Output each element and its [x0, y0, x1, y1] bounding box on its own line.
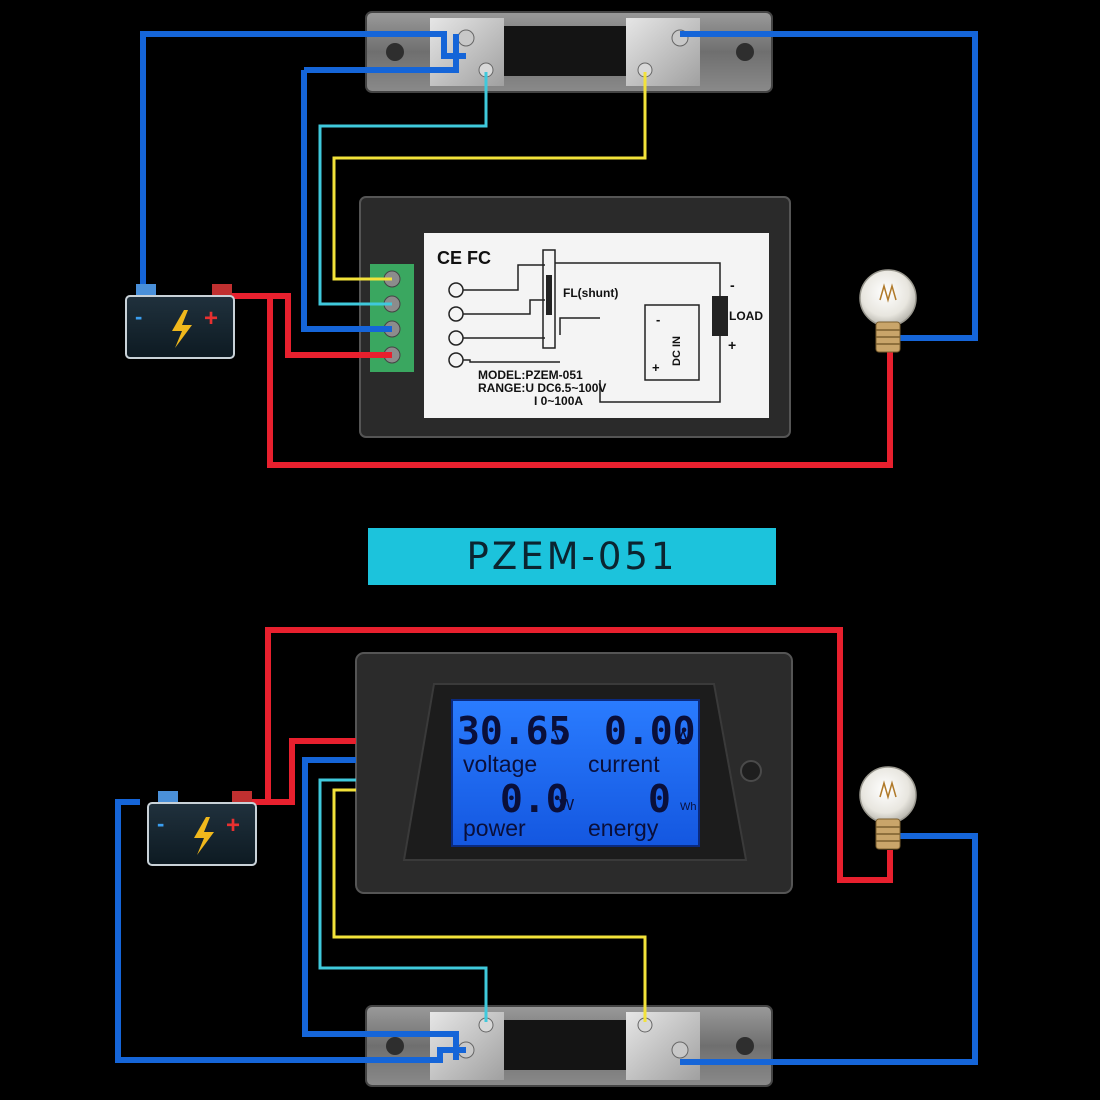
meter-label-schematic	[448, 249, 728, 403]
top-wire-cyan	[318, 72, 488, 306]
current-value: 0.00	[604, 709, 696, 753]
dc-in-minus: -	[656, 312, 660, 327]
energy-label: energy	[588, 815, 659, 841]
model-title: PZEM-051	[466, 535, 678, 578]
top-wire-yellow	[332, 72, 647, 281]
bottom-wire-red-loop	[265, 627, 893, 883]
model-banner: PZEM-051	[368, 528, 776, 585]
bolt-icon	[194, 817, 214, 855]
top-wire-blue-shunt-bulb	[680, 31, 978, 341]
range-i-line: I 0~100A	[534, 394, 583, 408]
bolt-icon	[172, 310, 192, 348]
lcd-readouts: 30.65 V voltage 0.00 A current 0.0 W pow…	[457, 709, 697, 841]
top-meter-back	[359, 196, 791, 438]
load-plus: +	[728, 337, 736, 353]
voltage-value: 30.65	[457, 709, 571, 753]
range-u-line: RANGE:U DC6.5~100V	[478, 381, 606, 395]
dc-in-label: DC IN	[671, 336, 683, 366]
top-wire-red-battery-bulb	[232, 293, 893, 468]
model-line: MODEL:PZEM-051	[478, 368, 583, 382]
current-label: current	[588, 751, 660, 777]
top-bulb-icon	[859, 269, 917, 353]
energy-value: 0	[648, 777, 671, 821]
top-wire-blue-battery-shunt	[140, 31, 466, 300]
battery-minus: -	[135, 304, 142, 329]
top-battery: - +	[125, 284, 235, 359]
power-label: power	[463, 815, 526, 841]
load-label: LOAD	[729, 309, 763, 323]
shunt-label: FL(shunt)	[563, 286, 618, 300]
load-minus: -	[730, 277, 735, 293]
top-shunt	[365, 11, 773, 93]
bottom-meter	[355, 652, 793, 894]
top-wire-blue-meter-terminal3	[301, 34, 459, 332]
bottom-wire-blue-shunt-bulb	[680, 833, 978, 1065]
cert-marks: CE FC	[437, 248, 491, 268]
battery-minus: -	[157, 811, 164, 836]
current-unit: A	[677, 728, 689, 748]
bottom-shunt	[365, 1005, 773, 1087]
bottom-battery: - +	[147, 791, 257, 866]
top-meter-label-text: CE FC FL(shunt) LOAD - + DC IN - + MODEL…	[437, 248, 763, 408]
battery-plus: +	[226, 812, 240, 839]
wires	[115, 31, 978, 1065]
bottom-wire-blue-battery-shunt	[115, 799, 466, 1063]
battery-plus: +	[204, 305, 218, 332]
lcd-screen	[451, 699, 700, 847]
dc-in-plus: +	[652, 360, 660, 375]
bottom-wire-cyan	[318, 778, 488, 1022]
voltage-label: voltage	[463, 751, 537, 777]
energy-unit: Wh	[680, 801, 697, 813]
power-value: 0.0	[500, 777, 569, 821]
bottom-wire-yellow	[332, 788, 647, 1022]
bottom-bulb-icon	[859, 766, 917, 850]
power-unit: W	[559, 797, 575, 814]
meter-button[interactable]	[740, 760, 762, 782]
bottom-wire-blue-meter	[302, 757, 459, 1060]
voltage-unit: V	[554, 728, 566, 748]
bottom-wire-red-meter	[250, 738, 356, 805]
